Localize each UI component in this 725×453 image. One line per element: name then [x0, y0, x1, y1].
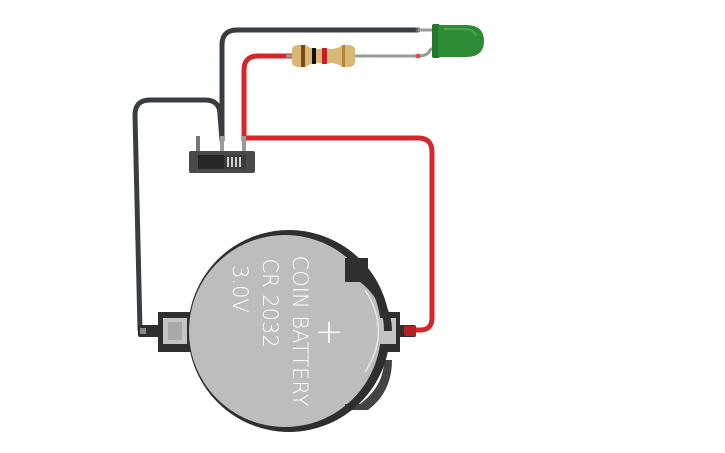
battery-retaining-tab [345, 258, 392, 331]
led-green[interactable] [418, 24, 484, 58]
resistor[interactable] [286, 45, 355, 67]
battery-contact-left-inner [168, 322, 182, 340]
slide-switch[interactable] [189, 136, 255, 173]
black-wire-battery-to-switch[interactable] [132, 97, 225, 333]
battery-polarity-plus: + [315, 312, 344, 352]
led-body [438, 25, 484, 57]
coin-edge-arc [364, 289, 380, 373]
switch-pin-left [196, 136, 200, 154]
red-wire-switch-to-battery[interactable] [241, 135, 435, 333]
battery-label-line2: CR 2032 [258, 258, 282, 347]
resistor-band-1 [301, 45, 305, 67]
battery-label-line3: 3.0V [228, 265, 252, 313]
switch-pin-middle [220, 136, 224, 154]
coin-cell-face [189, 235, 381, 427]
switch-knob-grip [227, 157, 241, 167]
red-wire-endpoint [415, 53, 421, 59]
battery-negative-terminal-tip [140, 328, 146, 334]
red-wire-switch-to-resistor[interactable] [241, 53, 295, 143]
resistor-band-2 [312, 48, 316, 64]
resistor-band-4 [342, 45, 345, 67]
coin-battery-holder[interactable]: COIN BATTERY CR 2032 3.0V + [138, 230, 416, 432]
black-wire-switch-to-led[interactable] [219, 27, 421, 143]
battery-label-line1: COIN BATTERY [288, 256, 312, 407]
led-highlight [444, 28, 477, 37]
battery-retaining-tab-lower [345, 360, 392, 410]
switch-pin-right [242, 136, 246, 154]
resistor-band-3 [322, 48, 327, 64]
battery-positive-terminal-tip [404, 326, 416, 336]
